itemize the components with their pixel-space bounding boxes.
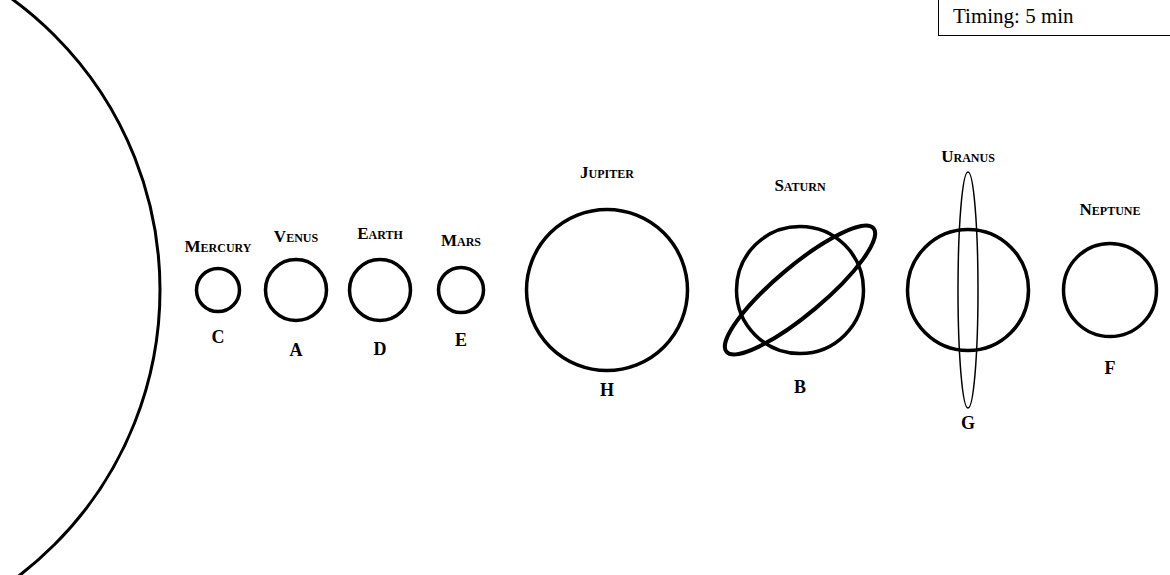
- planet-outline: [1064, 244, 1157, 337]
- planet: SaturnB: [735, 225, 865, 355]
- planet: EarthD: [348, 258, 412, 322]
- planet: NeptuneF: [1062, 242, 1158, 338]
- planet-name: Uranus: [941, 147, 995, 167]
- planet: VenusA: [264, 258, 328, 322]
- planet-shape: [437, 266, 485, 314]
- planet-name: Saturn: [774, 176, 825, 196]
- timing-label: Timing: 5 min: [939, 4, 1088, 29]
- planet-ring: [711, 210, 889, 370]
- planet-name: Mars: [441, 231, 481, 251]
- planet-name: Earth: [357, 224, 403, 244]
- planet: UranusG: [906, 228, 1030, 352]
- planet-outline: [908, 230, 1029, 351]
- timing-box: Timing: 5 min: [938, 0, 1170, 36]
- planet-outline: [527, 210, 688, 371]
- planet-shape: [735, 225, 865, 355]
- planet-outline: [737, 227, 864, 354]
- planet-shape: [348, 258, 412, 322]
- planet-letter: D: [374, 339, 387, 360]
- planet-shape: [525, 208, 689, 372]
- planet-name: Neptune: [1080, 200, 1141, 220]
- planet-letter: B: [794, 377, 806, 398]
- planet-shape: [906, 228, 1030, 352]
- planet-outline: [350, 260, 411, 321]
- planet-name: Jupiter: [580, 163, 634, 183]
- planet-ring: [958, 172, 978, 408]
- planet-name: Mercury: [185, 237, 252, 257]
- planet-letter: F: [1105, 358, 1116, 379]
- planet-letter: C: [212, 327, 225, 348]
- planet-letter: A: [290, 340, 303, 361]
- planet-letter: G: [961, 413, 975, 434]
- planet-outline: [197, 269, 240, 312]
- planet-name: Venus: [274, 227, 318, 247]
- planet: MarsE: [437, 266, 485, 314]
- planet-letter: E: [455, 330, 467, 351]
- planet-shape: [195, 267, 241, 313]
- planet-outline: [266, 260, 327, 321]
- planet: JupiterH: [525, 208, 689, 372]
- sun-outline: [0, 0, 160, 575]
- planet-outline: [439, 268, 484, 313]
- planet-letter: H: [600, 380, 614, 401]
- planet: MercuryC: [195, 267, 241, 313]
- planet-shape: [1062, 242, 1158, 338]
- planet-shape: [264, 258, 328, 322]
